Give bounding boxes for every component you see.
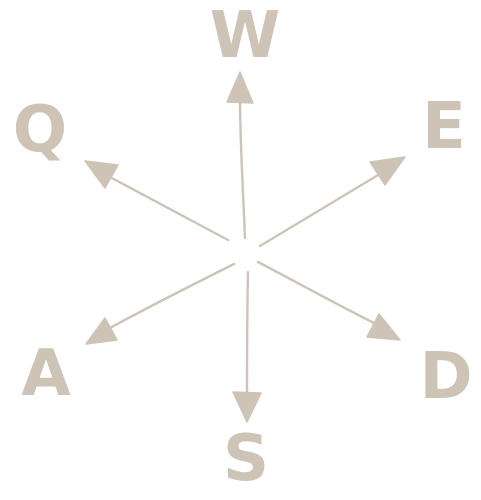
key-letter-e: E <box>422 90 466 164</box>
arrow-down-left <box>85 262 236 345</box>
arrow-up <box>226 71 254 240</box>
arrow-up-shaft <box>238 96 247 240</box>
arrow-up-left <box>84 160 230 242</box>
key-letter-d: D <box>419 340 472 414</box>
arrow-down-left-head <box>85 317 118 345</box>
arrow-up-right-head <box>369 156 406 186</box>
arrow-down <box>232 270 262 423</box>
arrow-down-shaft <box>245 270 250 398</box>
arrow-down-head <box>232 391 262 423</box>
arrow-up-left-shaft <box>106 174 230 242</box>
arrow-up-right-shaft <box>258 170 385 248</box>
arrow-down-right <box>256 260 401 341</box>
arrow-up-left-head <box>84 160 119 189</box>
key-letter-s: S <box>223 422 269 496</box>
key-letter-w: W <box>210 0 281 73</box>
key-letter-group: W E D S A Q <box>13 0 473 496</box>
arrow-down-right-shaft <box>256 260 378 326</box>
arrow-down-left-shaft <box>108 262 236 330</box>
key-letter-a: A <box>21 337 71 411</box>
arrow-down-right-head <box>366 313 401 341</box>
arrow-up-head <box>226 71 254 104</box>
arrow-up-right <box>258 156 406 248</box>
key-letter-q: Q <box>13 93 67 167</box>
arrow-group <box>84 71 406 423</box>
